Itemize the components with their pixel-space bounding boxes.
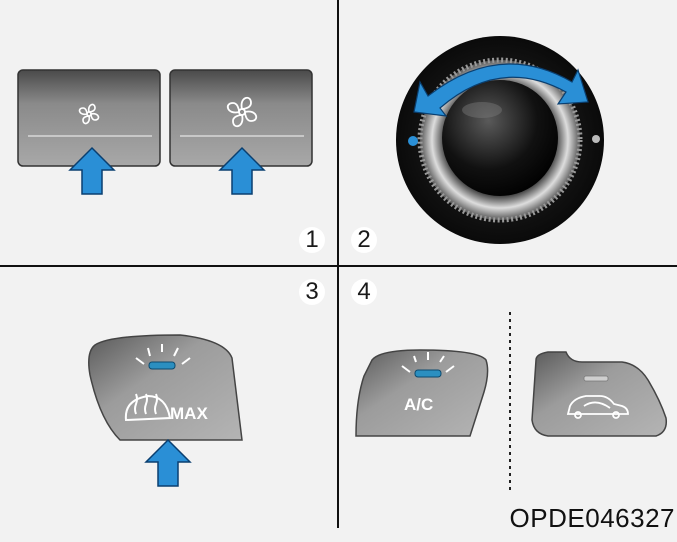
- defrost-icon: [124, 393, 172, 422]
- fan-max-indicator-dot: [592, 135, 600, 143]
- panel-number-1: 1: [299, 227, 325, 253]
- air-intake-button[interactable]: [531, 351, 668, 437]
- fan-speed-increase-button[interactable]: [169, 69, 313, 167]
- press-arrow-icon: [218, 146, 266, 195]
- defrost-indicator-light: [148, 361, 176, 370]
- rotate-arrow-icon: [413, 63, 589, 117]
- press-arrow-icon: [68, 146, 116, 195]
- indicator-light-glow: [135, 344, 191, 365]
- panel-number-2: 2: [351, 227, 377, 253]
- fan-off-indicator-dot: [408, 136, 418, 146]
- intake-indicator-light: [583, 375, 609, 382]
- recirculation-car-icon: [566, 395, 629, 419]
- defrost-max-label: MAX: [170, 404, 208, 423]
- ac-button[interactable]: A/C: [355, 349, 489, 437]
- ac-indicator-light: [414, 369, 442, 378]
- fan-high-icon: [226, 96, 258, 128]
- fan-low-icon: [78, 103, 100, 125]
- ac-label: A/C: [404, 395, 433, 414]
- panel-number-3: 3: [299, 279, 325, 305]
- fan-speed-decrease-button[interactable]: [17, 69, 161, 167]
- indicator-light-glow: [401, 352, 455, 373]
- figure-code: OPDE046327: [509, 503, 675, 533]
- panel-number-4: 4: [351, 279, 377, 305]
- front-defrost-max-button[interactable]: MAX: [88, 334, 243, 441]
- press-arrow-icon: [144, 438, 192, 487]
